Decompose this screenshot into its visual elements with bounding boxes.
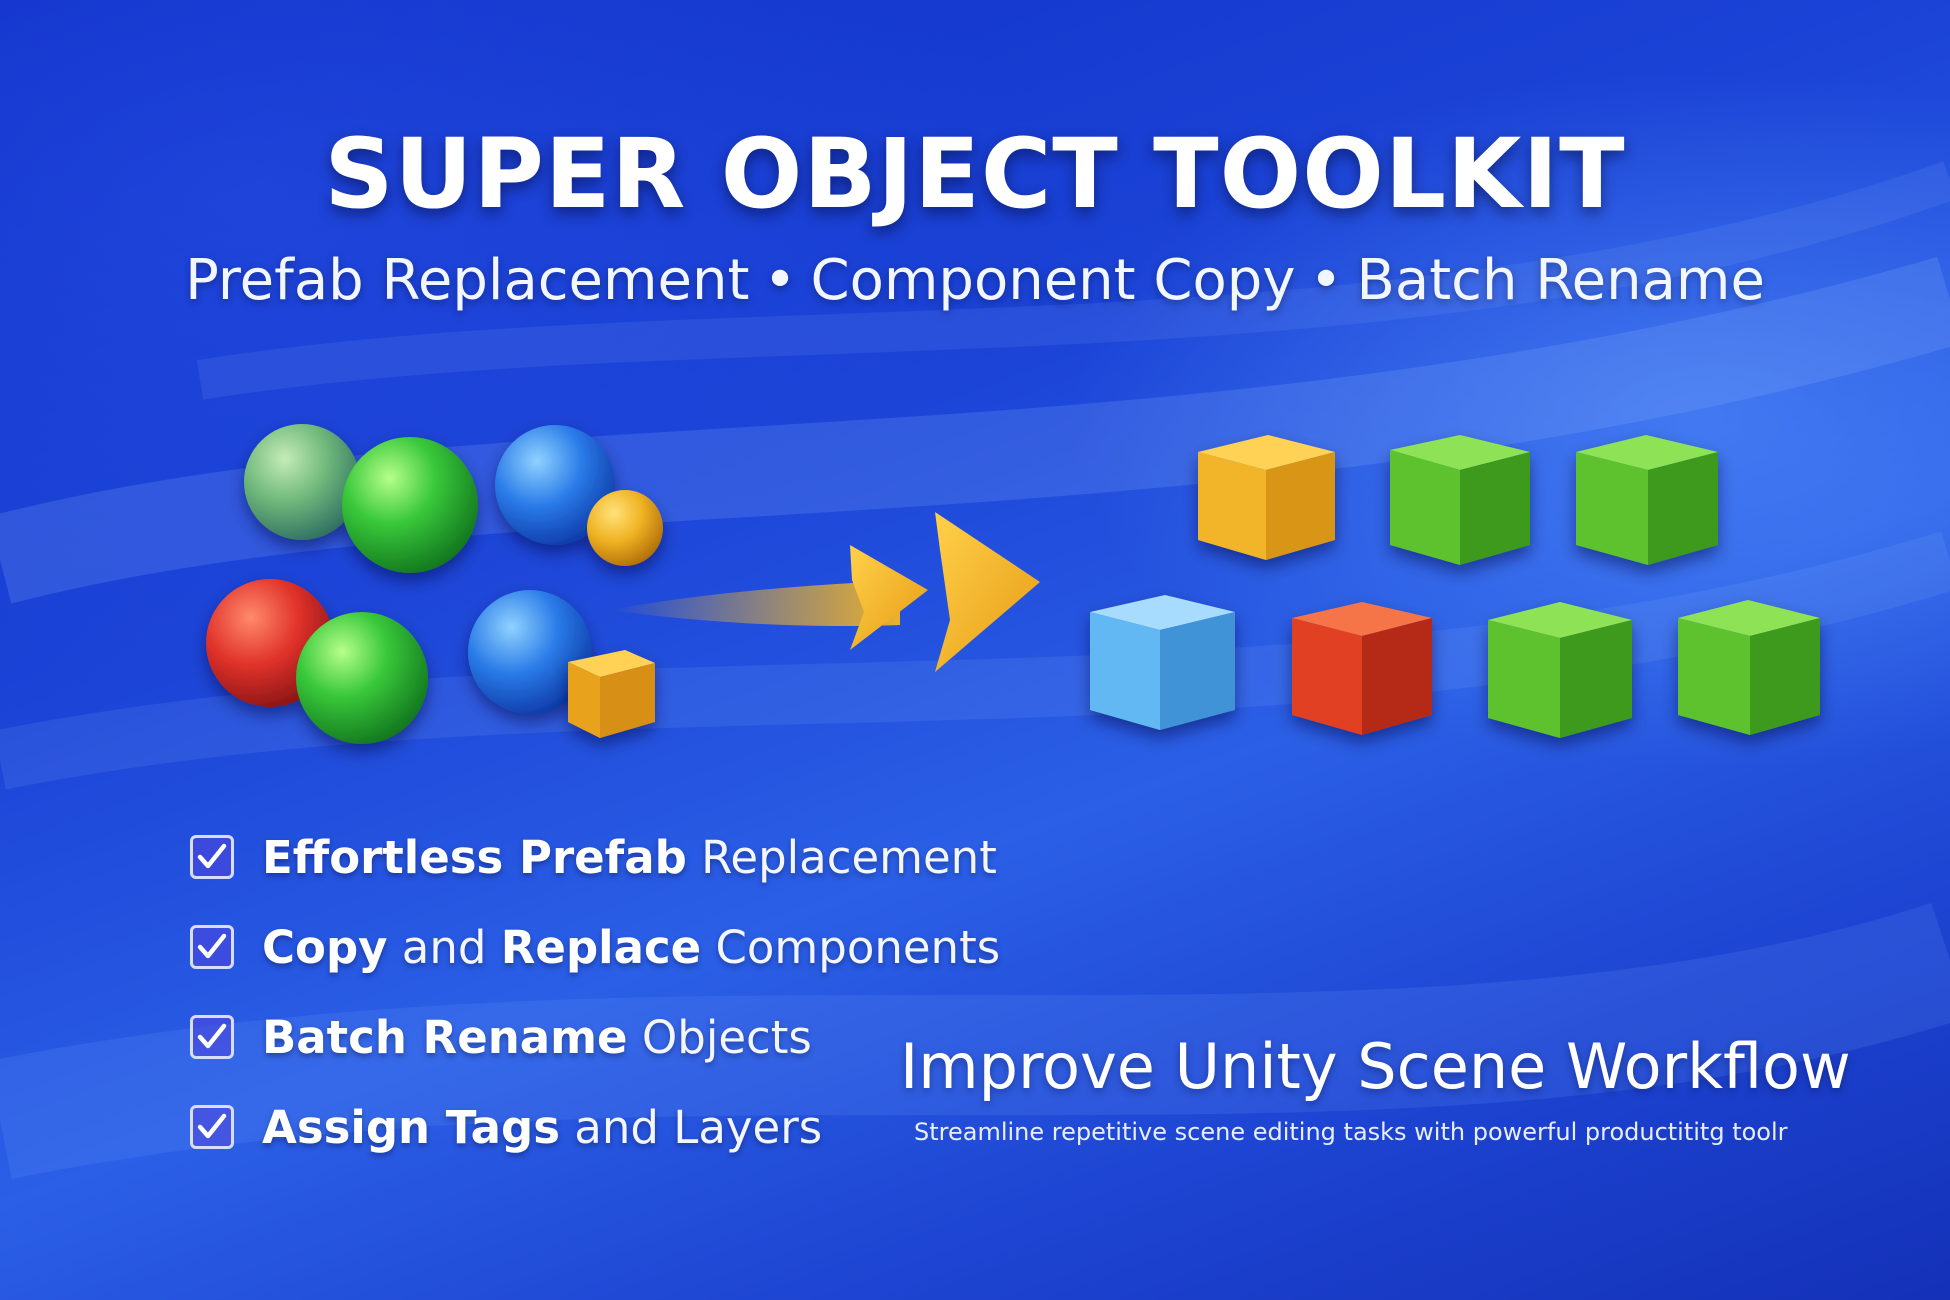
feature-item: Batch Rename Objects bbox=[190, 992, 1000, 1082]
subtitle-separator: • bbox=[763, 248, 797, 313]
cube-green bbox=[1576, 435, 1718, 565]
feature-list: Effortless Prefab Replacement Copy and R… bbox=[190, 812, 1000, 1172]
feature-item: Assign Tags and Layers bbox=[190, 1082, 1000, 1172]
feature-label: Copy and Replace Components bbox=[262, 920, 1001, 974]
cube-green bbox=[1678, 600, 1820, 735]
feature-item: Effortless Prefab Replacement bbox=[190, 812, 1000, 902]
tagline-subline: Streamline repetitive scene editing task… bbox=[914, 1118, 1788, 1146]
checkbox-checked-icon bbox=[190, 1015, 234, 1059]
feature-label: Assign Tags and Layers bbox=[262, 1100, 823, 1154]
subtitle-item-component: Component Copy bbox=[810, 248, 1296, 313]
cube-green bbox=[1488, 602, 1632, 738]
cube-green bbox=[1390, 435, 1530, 565]
sphere-green bbox=[296, 612, 428, 744]
spheres-group bbox=[206, 424, 663, 744]
sphere-yellow bbox=[587, 490, 663, 566]
checkbox-checked-icon bbox=[190, 925, 234, 969]
subtitle-item-prefab: Prefab Replacement bbox=[185, 248, 750, 313]
cube-light-blue bbox=[1090, 595, 1235, 730]
feature-label: Effortless Prefab Replacement bbox=[262, 830, 997, 884]
subtitle-separator: • bbox=[1309, 248, 1343, 313]
feature-item: Copy and Replace Components bbox=[190, 902, 1000, 992]
sphere-green bbox=[342, 437, 478, 573]
cube-small-yellow bbox=[568, 650, 655, 738]
sphere-blue bbox=[495, 425, 615, 545]
cube-yellow bbox=[1198, 435, 1335, 560]
subtitle: Prefab Replacement•Component Copy•Batch … bbox=[0, 248, 1950, 313]
feature-label: Batch Rename Objects bbox=[262, 1010, 812, 1064]
tagline-headline: Improve Unity Scene Workflow bbox=[900, 1030, 1851, 1103]
sphere-blue bbox=[468, 590, 592, 714]
checkbox-checked-icon bbox=[190, 835, 234, 879]
checkbox-checked-icon bbox=[190, 1105, 234, 1149]
sphere-pale-green bbox=[244, 424, 360, 540]
page-title: SUPER OBJECT TOOLKIT bbox=[324, 118, 1626, 230]
cube-red bbox=[1292, 602, 1432, 735]
double-arrow-icon bbox=[610, 512, 1040, 672]
subtitle-item-batch: Batch Rename bbox=[1356, 248, 1765, 313]
